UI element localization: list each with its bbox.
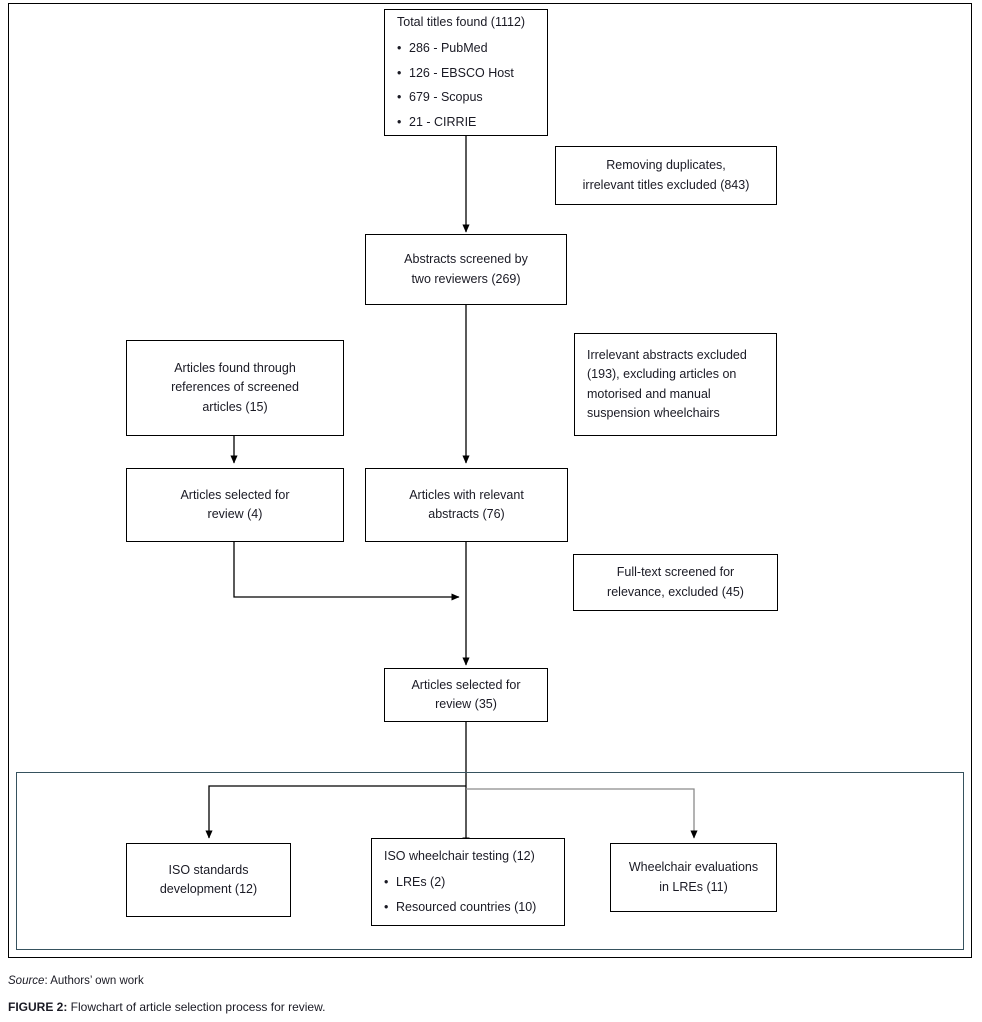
node-total-titles: Total titles found (1112) 286 - PubMed 1… (384, 9, 548, 136)
list-item: Resourced countries (10) (384, 898, 536, 918)
node-removing-duplicates: Removing duplicates, irrelevant titles e… (555, 146, 777, 205)
node-abstracts-screened-text: Abstracts screened by two reviewers (269… (404, 252, 528, 286)
node-iso-standards-development: ISO standards development (12) (126, 843, 291, 917)
node-irrelevant-abstracts-excluded-text: Irrelevant abstracts excluded (193), exc… (587, 347, 747, 420)
node-wheelchair-evaluations-lres: Wheelchair evaluations in LREs (11) (610, 843, 777, 912)
node-irrelevant-abstracts-excluded: Irrelevant abstracts excluded (193), exc… (574, 333, 777, 436)
node-articles-selected-35: Articles selected for review (35) (384, 668, 548, 722)
list-item: LREs (2) (384, 873, 536, 893)
node-fulltext-screened-text: Full-text screened for relevance, exclud… (607, 565, 744, 599)
node-removing-duplicates-text: Removing duplicates, irrelevant titles e… (582, 158, 750, 192)
node-wheelchair-evaluations-lres-text: Wheelchair evaluations in LREs (11) (628, 860, 759, 894)
outcome-grouping-container (16, 772, 964, 950)
figure-caption: FIGURE 2: Flowchart of article selection… (8, 1000, 325, 1014)
node-iso-wheelchair-testing-bullets: LREs (2) Resourced countries (10) (384, 868, 536, 917)
node-abstracts-screened: Abstracts screened by two reviewers (269… (365, 234, 567, 305)
node-articles-selected-4-text: Articles selected for review (4) (180, 487, 290, 521)
list-item: 286 - PubMed (397, 39, 514, 59)
source-line: Source: Authors’ own work (8, 975, 144, 987)
node-articles-from-references-text: Articles found through references of scr… (171, 360, 299, 414)
node-iso-standards-development-text: ISO standards development (12) (159, 862, 258, 896)
list-item: 21 - CIRRIE (397, 113, 514, 133)
list-item: 679 - Scopus (397, 88, 514, 108)
node-articles-selected-35-text: Articles selected for review (35) (411, 677, 521, 711)
node-total-titles-heading: Total titles found (1112) (397, 15, 526, 30)
node-fulltext-screened: Full-text screened for relevance, exclud… (573, 554, 778, 611)
node-articles-relevant-abstracts: Articles with relevant abstracts (76) (365, 468, 568, 542)
flowchart-diagram: Total titles found (1112) 286 - PubMed 1… (0, 0, 982, 960)
node-total-titles-bullets: 286 - PubMed 126 - EBSCO Host 679 - Scop… (397, 34, 514, 132)
source-label: Source (8, 975, 45, 987)
figure-caption-text: Flowchart of article selection process f… (67, 1000, 326, 1014)
figure-number-label: FIGURE 2: (8, 1000, 68, 1014)
node-articles-relevant-abstracts-text: Articles with relevant abstracts (76) (409, 487, 524, 521)
list-item: 126 - EBSCO Host (397, 64, 514, 84)
figure-frame (8, 3, 972, 958)
node-iso-wheelchair-testing-heading: ISO wheelchair testing (12) (384, 848, 535, 863)
source-text: : Authors’ own work (44, 975, 144, 987)
connector-selected4-to-trunk (233, 542, 460, 601)
node-iso-wheelchair-testing: ISO wheelchair testing (12) LREs (2) Res… (371, 838, 565, 926)
node-articles-selected-4: Articles selected for review (4) (126, 468, 344, 542)
node-articles-from-references: Articles found through references of scr… (126, 340, 344, 436)
